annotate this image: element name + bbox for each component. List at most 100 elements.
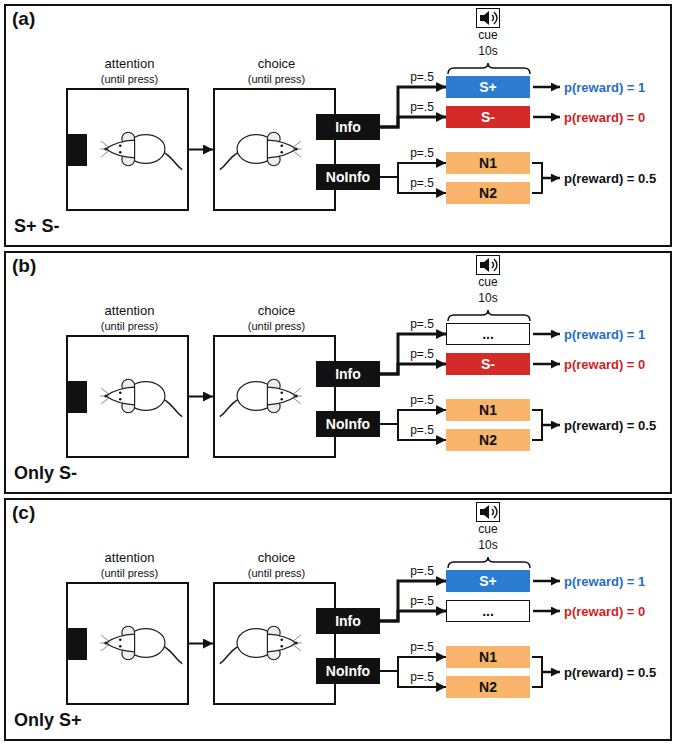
connector <box>380 657 446 671</box>
subheading: (until press) <box>175 319 378 333</box>
edge-label: p=.5 <box>408 641 436 654</box>
edge-label: p=.5 <box>408 177 436 190</box>
cue-bar: ... <box>446 600 530 622</box>
panel-art <box>67 258 560 440</box>
cue-bar: N1 <box>446 646 530 668</box>
duration-label: 10s <box>478 538 497 552</box>
speaker-icon: cue <box>476 8 500 28</box>
heading: choice <box>175 303 378 319</box>
subheading: (until press) <box>28 319 231 333</box>
cue-label: cue <box>478 28 497 42</box>
connector <box>380 364 446 374</box>
edge-label: p=.5 <box>408 394 436 407</box>
edge-label: p=.5 <box>408 71 436 84</box>
connector <box>380 671 446 687</box>
box-heading: attention(until press) <box>28 550 231 580</box>
reward-probability: p(reward) = 1 <box>564 327 645 342</box>
heading: choice <box>175 550 378 566</box>
cue-bar: N2 <box>446 676 530 698</box>
connector <box>380 424 446 440</box>
cue-bar: S+ <box>446 76 530 98</box>
cue-name: N1 <box>479 155 497 171</box>
condition-label: Only S- <box>14 463 77 484</box>
heading: attention <box>28 303 231 319</box>
reward-probability: p(reward) = 1 <box>564 80 645 95</box>
connector <box>189 643 213 645</box>
reward-probability: p(reward) = 0 <box>564 357 645 372</box>
connector <box>380 87 446 127</box>
edge-label: p=.5 <box>408 348 436 361</box>
condition-label: Only S+ <box>14 710 82 731</box>
cue-name: N2 <box>479 185 497 201</box>
cue-bar: N2 <box>446 182 530 204</box>
reward-probability: p(reward) = 0.5 <box>564 665 656 680</box>
condition-label: S+ S- <box>14 216 60 237</box>
cue-bar: N2 <box>446 429 530 451</box>
reward-probability: p(reward) = 0 <box>564 110 645 125</box>
attention-box: attention(until press) <box>66 335 189 458</box>
choice-box: choice(until press) <box>213 335 336 458</box>
cue-name: N2 <box>479 679 497 695</box>
cue-bar: S+ <box>446 570 530 592</box>
panel: (a) S+ S-attention(until press)choice(unt… <box>4 4 672 247</box>
cue-name: S- <box>481 356 495 372</box>
choice-lever: NoInfo <box>316 164 380 190</box>
lever-label: Info <box>335 119 361 135</box>
speaker-icon: cue <box>476 255 500 275</box>
choice-lever: NoInfo <box>316 658 380 684</box>
duration-label: 10s <box>478 44 497 58</box>
connector <box>380 410 446 424</box>
choice-lever: Info <box>316 114 380 140</box>
edge-label: p=.5 <box>408 671 436 684</box>
subheading: (until press) <box>175 72 378 86</box>
cue-name: S- <box>481 109 495 125</box>
panel: (c) Only S+ attention(until press)choice(u… <box>4 498 672 741</box>
cue-label: cue <box>478 522 497 536</box>
cue-name: ... <box>482 326 494 342</box>
cue-bar: S- <box>446 106 530 128</box>
panel-art <box>67 11 560 193</box>
subheading: (until press) <box>28 566 231 580</box>
panel-letter: (b) <box>12 255 36 277</box>
edge-label: p=.5 <box>408 565 436 578</box>
speaker-icon: cue <box>476 502 500 522</box>
lever-label: Info <box>335 366 361 382</box>
cue-name: N2 <box>479 432 497 448</box>
connector <box>380 611 446 621</box>
panel-letter: (a) <box>12 8 35 30</box>
subheading: (until press) <box>175 566 378 580</box>
cue-name: N1 <box>479 402 497 418</box>
lever-label: NoInfo <box>326 663 370 679</box>
heading: attention <box>28 550 231 566</box>
connector <box>189 149 213 151</box>
lever-label: NoInfo <box>326 169 370 185</box>
panel-art <box>67 505 560 687</box>
connector <box>189 396 213 398</box>
connector <box>380 117 446 127</box>
reward-probability: p(reward) = 0.5 <box>564 171 656 186</box>
reward-probability: p(reward) = 0.5 <box>564 418 656 433</box>
cue-bar: S- <box>446 353 530 375</box>
box-heading: choice(until press) <box>175 56 378 86</box>
cue-label: cue <box>478 275 497 289</box>
subheading: (until press) <box>28 72 231 86</box>
choice-lever: Info <box>316 361 380 387</box>
edge-label: p=.5 <box>408 318 436 331</box>
heading: attention <box>28 56 231 72</box>
choice-lever: Info <box>316 608 380 634</box>
box-heading: attention(until press) <box>28 56 231 86</box>
box-heading: choice(until press) <box>175 303 378 333</box>
edge-label: p=.5 <box>408 424 436 437</box>
reward-probability: p(reward) = 0 <box>564 604 645 619</box>
lever-label: NoInfo <box>326 416 370 432</box>
connector <box>380 177 446 193</box>
box-heading: choice(until press) <box>175 550 378 580</box>
box-heading: attention(until press) <box>28 303 231 333</box>
panel-letter: (c) <box>12 502 35 524</box>
lever-label: Info <box>335 613 361 629</box>
cue-name: S+ <box>479 573 497 589</box>
duration-label: 10s <box>478 291 497 305</box>
cue-bar: N1 <box>446 152 530 174</box>
connector <box>380 581 446 621</box>
cue-name: ... <box>482 603 494 619</box>
